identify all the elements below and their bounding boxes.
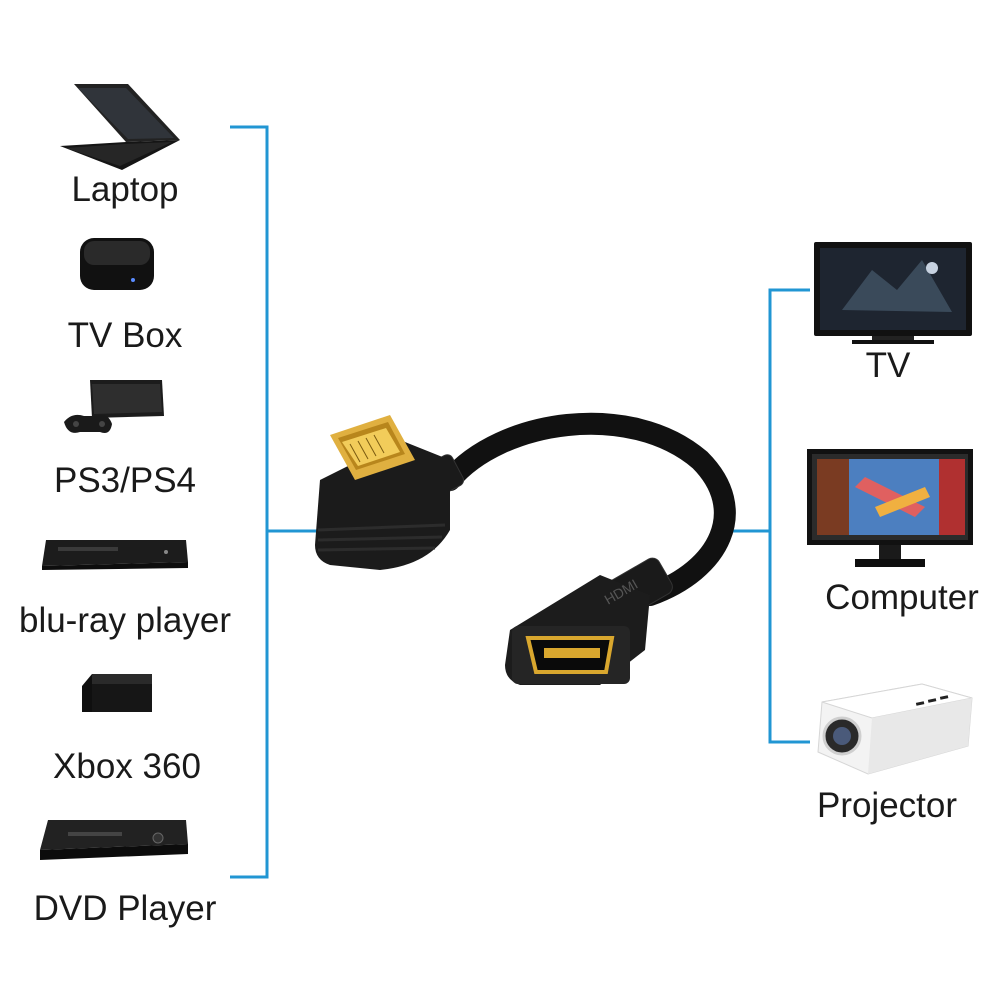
target-label-tv: TV xyxy=(865,346,911,385)
tv-box-icon xyxy=(80,238,154,290)
left-bracket xyxy=(230,125,318,879)
hdmi-cable-icon: HDMI xyxy=(315,412,736,685)
dvd-player-icon xyxy=(40,820,188,860)
target-label-projector: Projector xyxy=(816,786,958,825)
xbox-console-icon xyxy=(82,674,152,712)
laptop-icon xyxy=(60,84,180,170)
target-label-computer: Computer xyxy=(825,578,979,617)
source-label-xbox-360: Xbox 360 xyxy=(53,747,201,786)
source-label-tv-box: TV Box xyxy=(67,316,183,355)
computer-monitor-icon xyxy=(807,449,973,567)
source-label-ps3-ps4: PS3/PS4 xyxy=(53,461,197,500)
bluray-player-icon xyxy=(42,540,188,570)
source-label-laptop: Laptop xyxy=(71,170,179,209)
game-console-icon xyxy=(64,380,164,433)
source-label-bluray-player: blu-ray player xyxy=(18,601,232,640)
tv-icon xyxy=(814,242,972,344)
projector-icon xyxy=(817,683,973,775)
source-label-dvd-player: DVD Player xyxy=(33,889,217,928)
